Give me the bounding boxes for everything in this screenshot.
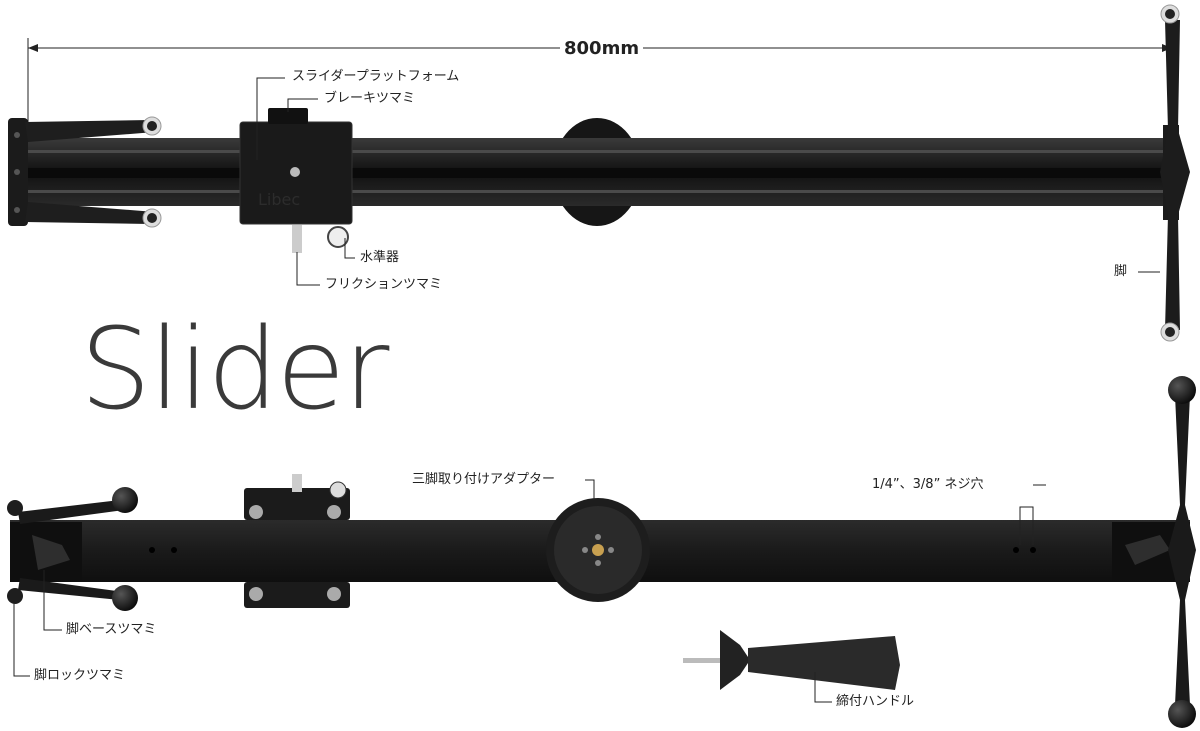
level-bubble xyxy=(327,226,349,248)
label-handle: 締付ハンドル xyxy=(836,694,915,709)
label-brake-knob: ブレーキツマミ xyxy=(324,91,416,106)
label-leg-lock-knob: 脚ロックツマミ xyxy=(34,668,126,683)
label-level: 水準器 xyxy=(360,250,400,265)
label-platform: スライダープラットフォーム xyxy=(292,69,460,84)
label-leg-base-knob: 脚ベースツマミ xyxy=(66,622,157,637)
page-title: Slider xyxy=(80,305,389,435)
top-slider: Libec xyxy=(8,4,1190,342)
leader-lines xyxy=(13,77,1160,703)
label-tripod-adapter: 三脚取り付けアダプター xyxy=(412,472,556,487)
brand-mark-top: Libec xyxy=(258,190,300,209)
left-leg-upper xyxy=(25,120,155,142)
clamp-handle xyxy=(683,630,900,690)
bottom-slider xyxy=(7,376,1196,728)
dimension-label: 800mm xyxy=(560,38,644,59)
left-leg-lower xyxy=(25,202,155,224)
label-friction-knob: フリクションツマミ xyxy=(325,277,443,292)
label-screw-holes: 1/4”、3/8” ネジ穴 xyxy=(872,477,984,492)
right-leg xyxy=(1160,20,1190,330)
label-leg: 脚 xyxy=(1114,264,1128,279)
